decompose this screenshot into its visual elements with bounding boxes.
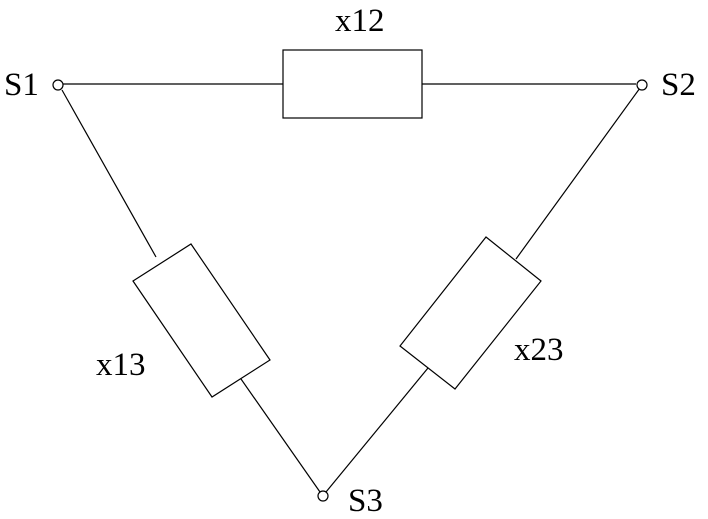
branch-x12: [63, 49, 636, 119]
impedance-x13-box: [132, 243, 271, 398]
wire-s1-x13: [61, 89, 157, 258]
terminal-s2: [636, 79, 648, 91]
node-label-s3: S3: [348, 483, 383, 519]
terminal-s1: [52, 79, 64, 91]
branch-x13: [61, 89, 321, 493]
impedance-x23-box: [399, 236, 542, 390]
impedance-label-x23: x23: [514, 332, 564, 368]
impedance-label-x12: x12: [335, 3, 385, 39]
wire-s2-x23: [515, 87, 641, 260]
node-label-s1: S1: [4, 67, 39, 103]
branch-x23: [325, 87, 641, 493]
wire-x13-s3: [240, 378, 321, 493]
wire-x23-s3: [325, 367, 429, 493]
impedance-x12-box: [282, 49, 423, 119]
impedance-label-x13: x13: [96, 347, 146, 383]
node-label-s2: S2: [661, 67, 696, 103]
terminal-s3: [317, 490, 329, 502]
